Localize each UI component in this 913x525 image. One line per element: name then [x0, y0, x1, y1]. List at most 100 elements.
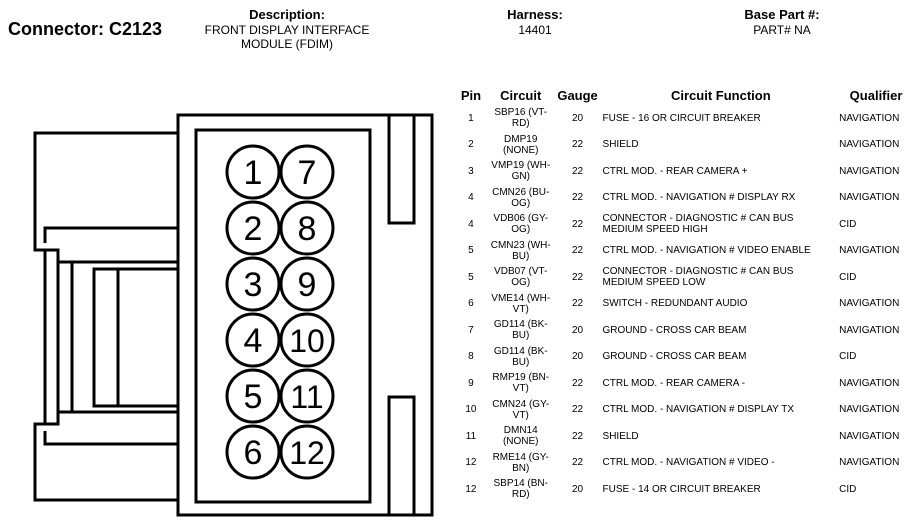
cell-pin: 5	[455, 238, 487, 265]
cell-gauge-text: 22	[572, 298, 584, 310]
cell-gauge-text: 20	[572, 351, 584, 363]
cell-pin-text: 2	[468, 139, 474, 151]
cell-pin: 4	[455, 185, 487, 212]
cell-pin: 8	[455, 344, 487, 371]
cell-circuit-text: BU)	[512, 356, 530, 368]
cell-pin: 2	[455, 132, 487, 159]
cell-circuit-text: GD114 (BK-	[493, 319, 548, 331]
cell-pin: 4	[455, 211, 487, 238]
cell-pin: 6	[455, 291, 487, 318]
cell-pin-text: 10	[465, 404, 477, 416]
cell-gauge: 22	[555, 370, 601, 397]
cell-gauge: 22	[555, 423, 601, 450]
cell-circuit: RME14 (GY-BN)	[487, 450, 555, 477]
cell-gauge-text: 22	[572, 271, 584, 283]
cell-pin-text: 6	[468, 298, 474, 310]
cell-circuit-function-text: CTRL MOD. - NAVIGATION # DISPLAY RX	[602, 192, 796, 204]
cell-qualifier: CID	[839, 476, 913, 503]
pin-cavity	[225, 200, 281, 256]
connector-label: Connector:	[8, 19, 104, 39]
pin-cavity	[279, 256, 335, 312]
cell-pin: 11	[455, 423, 487, 450]
cell-gauge: 22	[555, 291, 601, 318]
cell-qualifier: CID	[839, 344, 913, 371]
cell-gauge-text: 22	[572, 139, 584, 151]
pin-number-label: 2	[244, 210, 263, 248]
cell-circuit-text: RME14 (GY-	[492, 451, 549, 463]
cell-qualifier: NAVIGATION	[839, 185, 913, 212]
cell-circuit-text: CMN23 (WH-	[490, 239, 551, 251]
cell-gauge: 22	[555, 185, 601, 212]
cell-qualifier: NAVIGATION	[839, 238, 913, 265]
cell-circuit: GD114 (BK-BU)	[487, 344, 555, 371]
description-label: Description:	[249, 7, 325, 22]
pin-number-label: 8	[298, 210, 317, 248]
cell-pin: 1	[455, 105, 487, 132]
cell-gauge: 20	[555, 105, 601, 132]
cell-gauge: 22	[555, 132, 601, 159]
header-qualifier: Qualifier	[849, 88, 903, 103]
cell-pin: 5	[455, 264, 487, 291]
cell-circuit-function-text: CTRL MOD. - NAVIGATION # VIDEO -	[602, 457, 775, 469]
pin-cavity-frame	[194, 128, 372, 504]
cell-circuit-text: VT)	[512, 409, 529, 421]
cell-qualifier-text: NAVIGATION	[839, 298, 900, 310]
cell-circuit: CMN26 (BU-OG)	[487, 185, 555, 212]
header-pin: Pin	[460, 88, 482, 103]
cell-qualifier: NAVIGATION	[839, 158, 913, 185]
cell-circuit-function-text: FUSE - 16 OR CIRCUIT BREAKER	[602, 112, 761, 124]
pin-cavity	[225, 256, 281, 312]
cell-gauge: 22	[555, 211, 601, 238]
cell-circuit-text: BN)	[512, 462, 530, 474]
cell-qualifier: NAVIGATION	[839, 105, 913, 132]
cell-circuit-function-text: SHIELD	[602, 430, 639, 442]
pin-number-label: 9	[298, 266, 317, 304]
cell-circuit-function: CTRL MOD. - NAVIGATION # VIDEO -	[601, 450, 840, 477]
cell-gauge-text: 22	[572, 377, 584, 389]
cell-gauge: 20	[555, 476, 601, 503]
cell-pin: 12	[455, 476, 487, 503]
pin-number-label: 7	[298, 154, 317, 192]
cell-gauge: 20	[555, 344, 601, 371]
cell-qualifier-text: NAVIGATION	[839, 404, 900, 416]
cell-pin-text: 5	[468, 271, 474, 283]
cell-circuit-function-text: GROUND - CROSS CAR BEAM	[602, 324, 747, 336]
cell-circuit-function: FUSE - 14 OR CIRCUIT BREAKER	[601, 476, 840, 503]
pin-cavity	[279, 144, 335, 200]
cell-gauge-text: 22	[572, 404, 584, 416]
harness-label: Harness:	[507, 7, 563, 22]
cell-pin-text: 11	[465, 430, 477, 442]
base-part-label: Base Part #:	[744, 7, 820, 22]
cell-circuit-function: FUSE - 16 OR CIRCUIT BREAKER	[601, 105, 840, 132]
cell-gauge-text: 22	[572, 192, 584, 204]
cell-circuit-text: CMN26 (BU-	[492, 186, 550, 198]
cell-qualifier-text: CID	[839, 271, 857, 283]
cell-circuit-text: VME14 (WH-	[491, 292, 551, 304]
cell-pin-text: 4	[468, 218, 474, 230]
pin-cavity	[279, 312, 335, 368]
cell-gauge: 22	[555, 397, 601, 424]
cell-circuit-text: DMN14	[503, 425, 538, 437]
pin-cavity	[225, 368, 281, 424]
cell-circuit: CMN24 (GY-VT)	[487, 397, 555, 424]
cell-qualifier-text: CID	[839, 218, 857, 230]
cell-gauge: 22	[555, 264, 601, 291]
cell-circuit-text: VT)	[512, 383, 529, 395]
cell-circuit-function-text: MEDIUM SPEED HIGH	[602, 224, 708, 236]
harness-block: Harness: 14401	[475, 6, 595, 37]
cell-qualifier-text: NAVIGATION	[839, 165, 900, 177]
cell-gauge-text: 22	[572, 218, 584, 230]
cell-qualifier-text: NAVIGATION	[839, 112, 900, 124]
cell-qualifier: CID	[839, 264, 913, 291]
cell-qualifier-text: NAVIGATION	[839, 245, 900, 257]
